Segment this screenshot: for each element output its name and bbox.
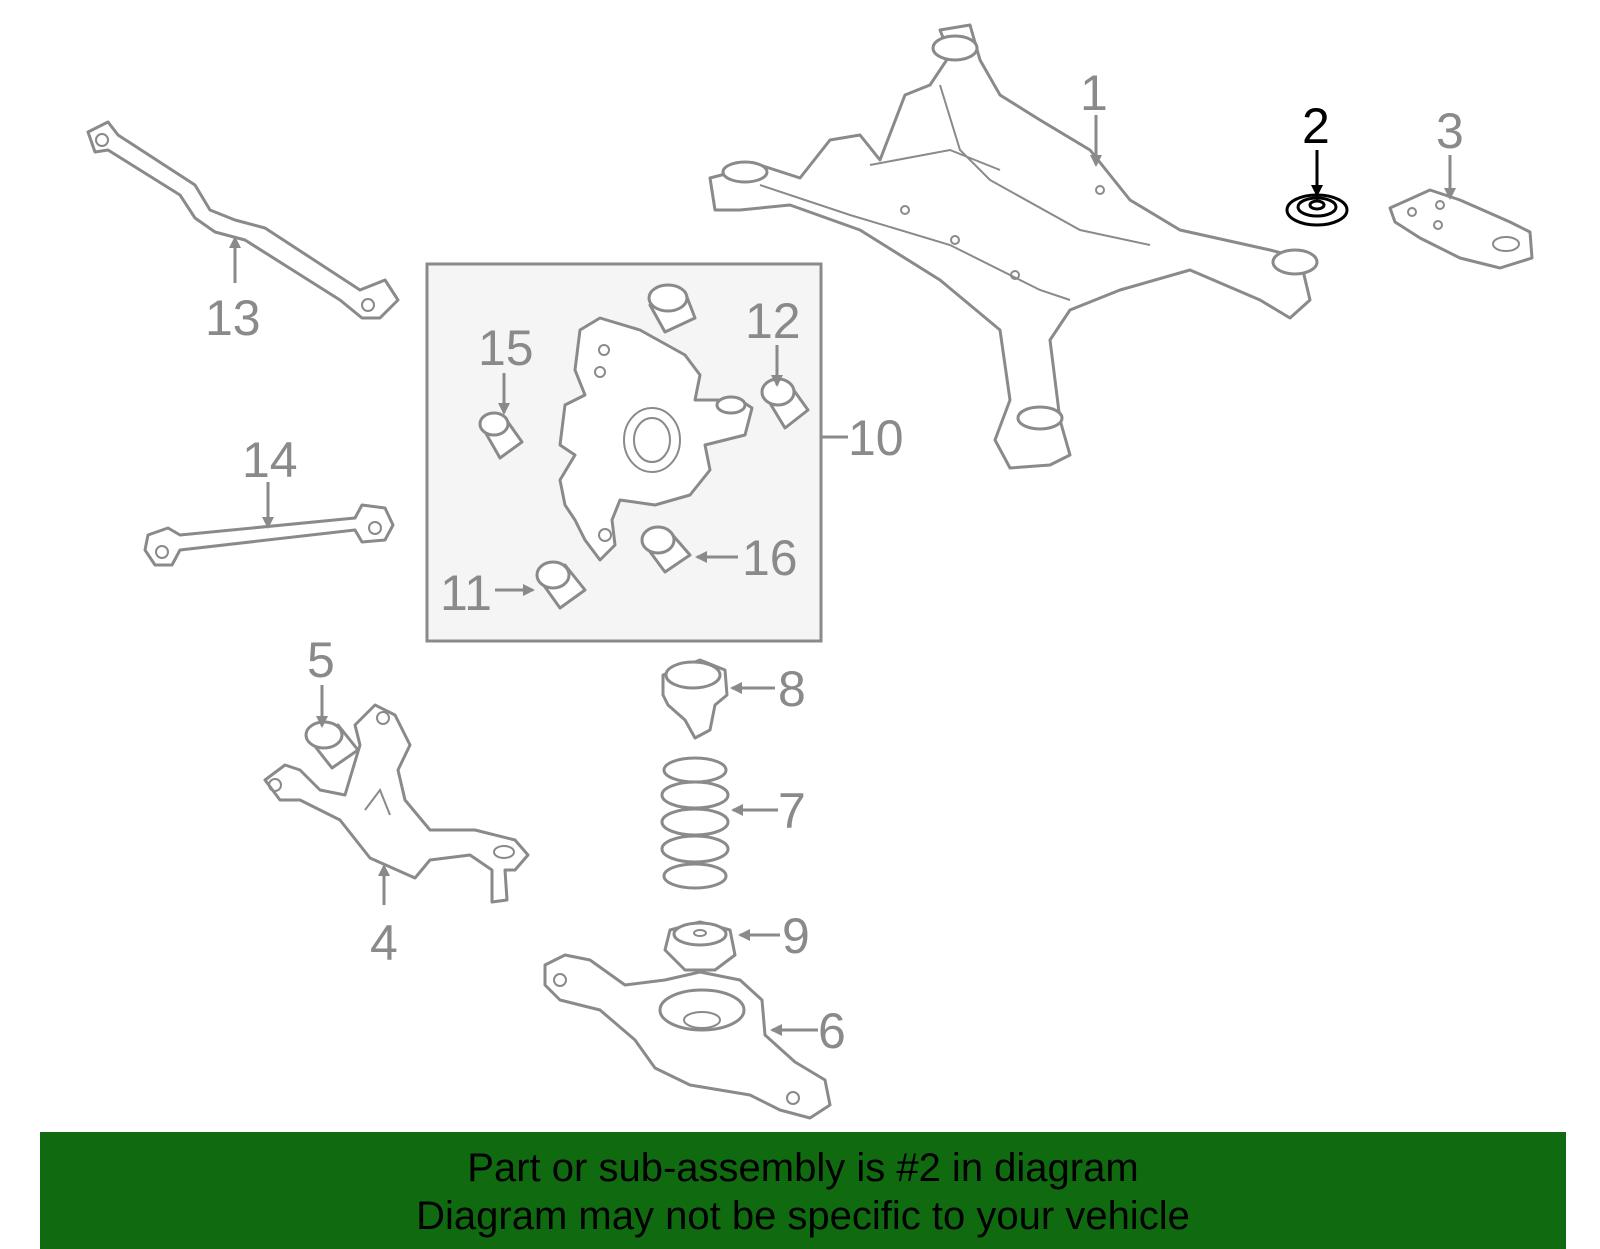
callout-16[interactable]: 16 [742,530,798,586]
bushing-5-part [304,720,360,770]
callout-8[interactable]: 8 [778,661,806,717]
bushing-12-part [760,377,810,430]
callout-13[interactable]: 13 [205,290,261,346]
callout-9[interactable]: 9 [782,908,810,964]
bushing-11-part [535,560,587,610]
callout-11[interactable]: 11 [440,565,492,621]
spring-arm-part [543,953,832,1120]
callout-1[interactable]: 1 [1080,65,1108,121]
bump-stop-part [661,658,729,740]
upper-link-part [86,120,400,320]
callout-12[interactable]: 12 [745,293,801,349]
bushing-15-part [478,411,524,460]
bushing-16-part [640,525,692,574]
washer-part-highlighted[interactable] [1285,193,1349,227]
bracket-part [1388,188,1534,270]
lateral-link-part [143,503,395,567]
knuckle-part [558,316,754,562]
part-info-banner: Part or sub-assembly is #2 in diagram Di… [40,1132,1566,1249]
subframe-crossmember-part [708,23,1319,470]
callout-2[interactable]: 2 [1302,98,1330,154]
callout-4[interactable]: 4 [370,915,398,971]
banner-line-2: Diagram may not be specific to your vehi… [416,1194,1190,1238]
callout-5[interactable]: 5 [307,632,335,688]
bushing-top-part [647,283,697,334]
callout-15[interactable]: 15 [478,320,534,376]
callout-7[interactable]: 7 [778,783,806,839]
lower-control-arm-part [263,703,530,904]
coil-spring-part [660,756,730,890]
callout-3[interactable]: 3 [1436,103,1464,159]
banner-line-1: Part or sub-assembly is #2 in diagram [467,1146,1139,1190]
spring-seat-part [663,920,737,972]
callout-6[interactable]: 6 [818,1003,846,1059]
callout-14[interactable]: 14 [242,432,298,488]
callout-10[interactable]: 10 [848,410,904,466]
